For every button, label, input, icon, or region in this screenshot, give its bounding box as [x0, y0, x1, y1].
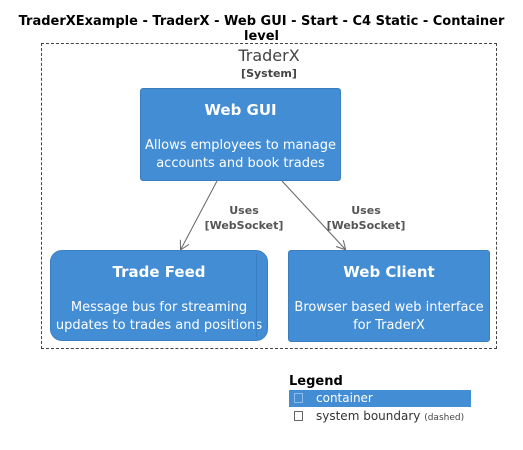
diagram-title: TraderXExample - TraderX - Web GUI - Sta…: [18, 14, 505, 44]
container-description: Browser based web interface for TraderX: [289, 299, 489, 335]
description-line: for TraderX: [353, 318, 425, 333]
description-line: accounts and book trades: [156, 156, 325, 171]
relation-technology: [WebSocket]: [204, 219, 284, 232]
legend-item-container: container: [289, 390, 471, 407]
description-line: updates to trades and positions: [55, 318, 263, 333]
description-line: Allows employees to manage: [145, 138, 336, 153]
container-title: Web GUI: [204, 101, 277, 119]
relation-label-trade-feed: Uses [WebSocket]: [196, 203, 292, 233]
boundary-name: TraderX: [238, 46, 300, 65]
arrow-webgui-to-tradefeed: [181, 180, 218, 249]
container-title: Web Client: [343, 263, 435, 281]
container-web-client: Web Client Browser based web interface f…: [288, 250, 490, 342]
relation-verb: Uses: [351, 204, 381, 217]
description-line: Browser based web interface: [294, 300, 484, 315]
container-title: Trade Feed: [112, 263, 206, 281]
container-trade-feed: Trade Feed Message bus for streaming upd…: [50, 250, 268, 341]
system-boundary: [41, 43, 497, 349]
relation-technology: [WebSocket]: [326, 219, 406, 232]
container-description: Message bus for streaming updates to tra…: [51, 299, 267, 335]
relation-verb: Uses: [229, 204, 259, 217]
legend-title: Legend: [289, 374, 343, 389]
description-line: Message bus for streaming: [70, 300, 248, 315]
container-swatch-icon: [294, 393, 303, 403]
legend-item-boundary: system boundary (dashed): [289, 408, 464, 425]
container-description: Allows employees to manage accounts and …: [141, 137, 340, 173]
legend-label: container: [316, 391, 373, 405]
legend-label: system boundary: [316, 409, 421, 423]
boundary-type: [System]: [241, 67, 297, 80]
legend-note: (dashed): [424, 413, 465, 423]
arrow-webgui-to-webclient: [281, 180, 345, 249]
boundary-swatch-icon: [294, 411, 303, 421]
relation-label-web-client: Uses [WebSocket]: [318, 203, 414, 233]
container-web-gui: Web GUI Allows employees to manage accou…: [140, 88, 341, 181]
